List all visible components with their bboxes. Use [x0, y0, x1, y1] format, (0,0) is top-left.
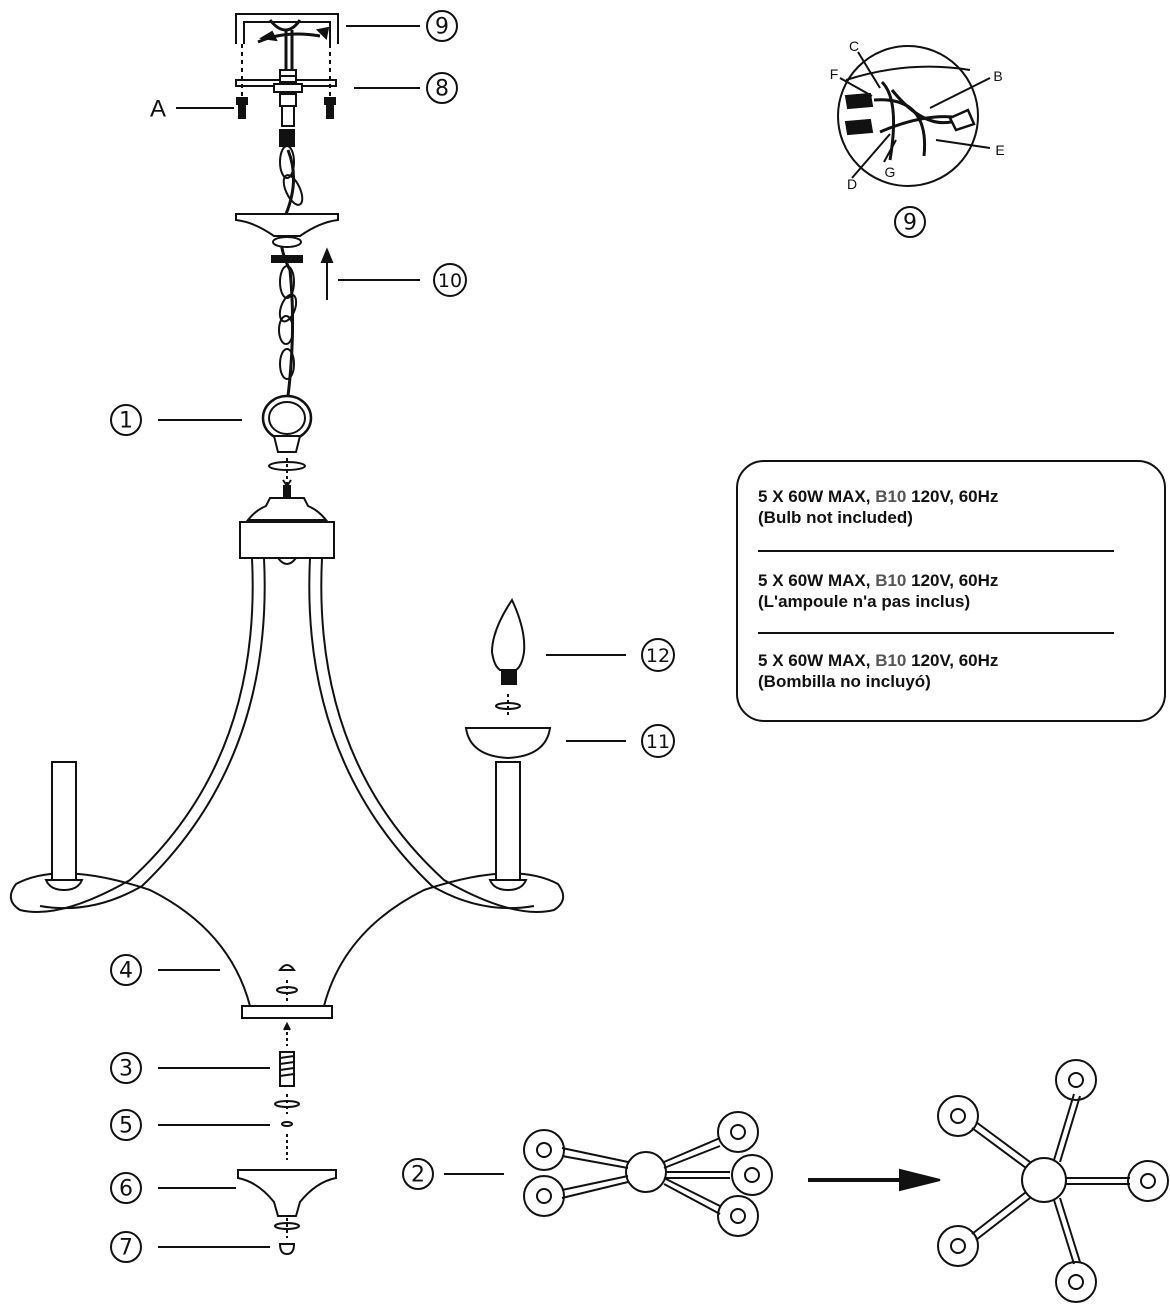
spec-volts: 120V, 60Hz [911, 487, 999, 506]
callout-1: 1 [119, 409, 133, 434]
finial [274, 1218, 300, 1256]
spec-volts: 120V, 60Hz [911, 571, 999, 590]
spec-bulb-type: B10 [875, 487, 907, 506]
spec-row-es: 5 X 60W MAX, B10 120V, 60Hz (Bombilla no… [758, 650, 1138, 692]
chandelier-body [9, 485, 565, 1019]
spec-volts: 120V, 60Hz [911, 651, 999, 670]
spec-row-en: 5 X 60W MAX, B10 120V, 60Hz (Bulb not in… [758, 486, 1138, 528]
callout-9: 9 [435, 15, 449, 40]
ceiling-junction-box [235, 13, 339, 70]
callout-8: 8 [435, 77, 449, 102]
callout-circles [110, 10, 926, 1263]
callout-12: 12 [646, 645, 670, 667]
washer [274, 1094, 300, 1160]
hanging-loop [261, 394, 313, 453]
wire-label-g: G [885, 164, 896, 180]
mounting-crossbar [235, 44, 337, 127]
bottom-cup [237, 1169, 337, 1217]
canopy [235, 213, 339, 263]
spec-count: 5 [758, 487, 768, 506]
callout-11: 11 [646, 731, 670, 753]
spec-rating: X 60W MAX, [772, 487, 871, 506]
label-a: A [150, 96, 166, 123]
chain-icon [278, 129, 304, 397]
arrow-up-icon [320, 247, 334, 300]
spec-row-fr: 5 X 60W MAX, B10 120V, 60Hz (L'ampoule n… [758, 570, 1138, 612]
spec-note: (Bulb not included) [758, 508, 913, 527]
spec-divider [758, 550, 1114, 552]
callout-2: 2 [411, 1163, 425, 1188]
callout-leaders [158, 25, 626, 1248]
callout-7: 7 [119, 1236, 133, 1261]
wire-detail [837, 45, 991, 187]
callout-5: 5 [119, 1114, 133, 1139]
spec-rating: X 60W MAX, [772, 651, 871, 670]
spec-box: 5 X 60W MAX, B10 120V, 60Hz (Bulb not in… [736, 460, 1166, 722]
arm-hub-spread [937, 1059, 1169, 1303]
bobeche [464, 727, 552, 760]
threaded-rod [279, 1021, 295, 1087]
arm-hub-folded [523, 1111, 773, 1237]
arrow-right-icon [808, 1168, 941, 1192]
wire-label-b: B [993, 68, 1002, 84]
wire-label-f: F [830, 66, 839, 82]
spec-rating: X 60W MAX, [772, 571, 871, 590]
bulb-icon [490, 597, 526, 718]
callout-3: 3 [119, 1057, 133, 1082]
callout-6: 6 [119, 1177, 133, 1202]
wire-label-c: C [849, 38, 859, 54]
callout-10: 10 [438, 270, 462, 292]
wire-label-d: D [847, 176, 857, 192]
spec-bulb-type: B10 [875, 651, 907, 670]
callout-9-detail: 9 [903, 211, 917, 236]
spec-divider [758, 632, 1114, 634]
spec-count: 5 [758, 571, 768, 590]
wire-label-e: E [995, 142, 1004, 158]
spec-bulb-type: B10 [875, 571, 907, 590]
callout-4: 4 [119, 959, 133, 984]
rotate-icon [268, 458, 306, 488]
spec-count: 5 [758, 651, 768, 670]
spec-note: (Bombilla no incluyó) [758, 672, 931, 691]
spec-note: (L'ampoule n'a pas inclus) [758, 592, 971, 611]
